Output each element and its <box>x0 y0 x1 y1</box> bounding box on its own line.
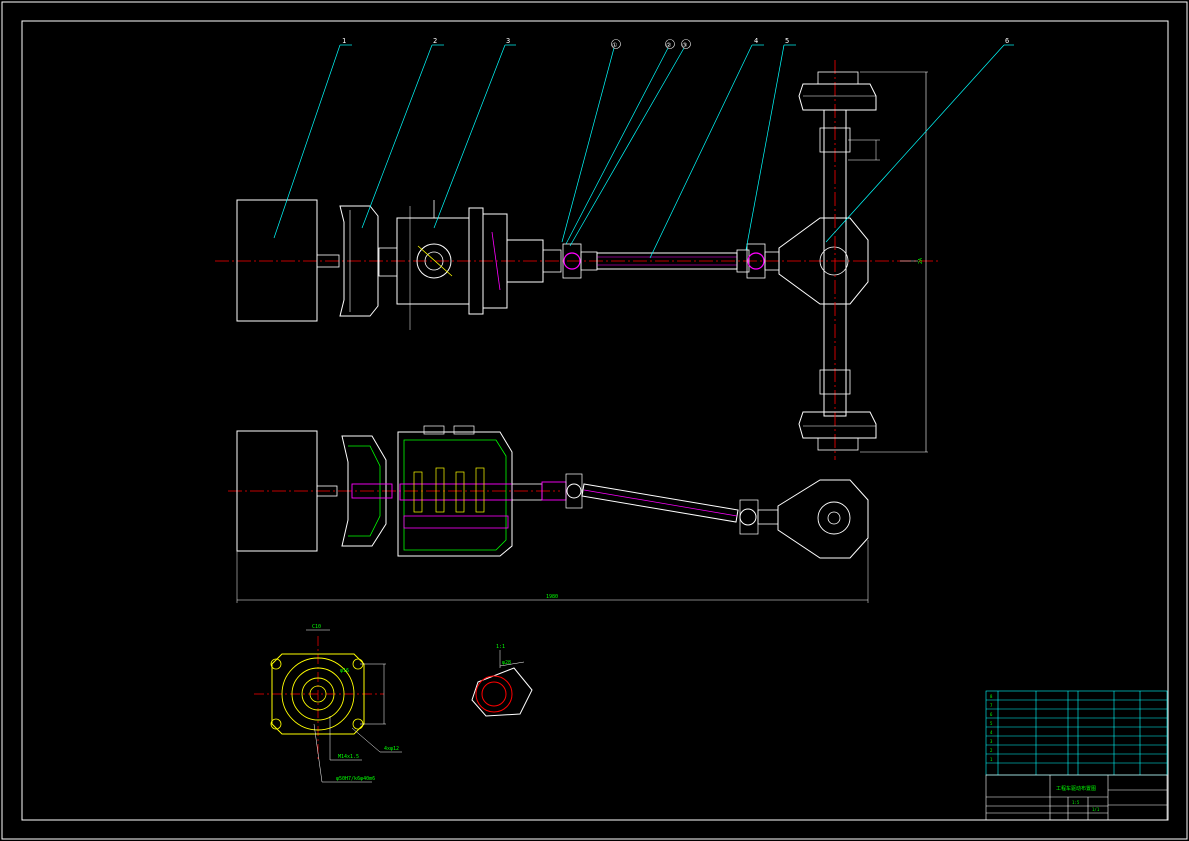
front-ujoint-side <box>566 483 582 499</box>
differential-side <box>777 479 869 559</box>
parts-row-2: 2 <box>990 748 993 753</box>
differential-housing <box>778 217 869 305</box>
top-wheel-hub <box>798 83 877 111</box>
plan-view: 2A <box>215 60 940 460</box>
drawing-sheet: 1/1 <box>1092 807 1100 812</box>
parts-row-8: 8 <box>990 694 993 699</box>
detail-boss: 1:1 φ28 <box>471 644 533 717</box>
gearbox-section <box>397 431 513 557</box>
boss-outline <box>471 667 533 717</box>
callout-1: 1 <box>342 37 346 45</box>
engine-output-shaft <box>316 254 340 268</box>
rear-ujoint-side <box>739 508 757 526</box>
flange-dia-label: φ16 <box>340 668 349 674</box>
bottom-wheel-hub <box>798 411 877 439</box>
parts-row-4: 4 <box>990 730 993 735</box>
callout-c: ③ <box>682 42 687 49</box>
callout-2: 2 <box>433 37 437 45</box>
parts-row-1: 1 <box>990 757 993 762</box>
thread-note: M14x1.5 <box>338 754 359 760</box>
title-block-frame <box>985 774 1168 821</box>
callout-6: 6 <box>1005 37 1009 45</box>
gearbox-shift-boss <box>416 243 452 279</box>
section-mark: 1:1 <box>496 644 505 650</box>
callout-b: ② <box>666 42 671 49</box>
flange-size-label: C10 <box>312 624 321 630</box>
bolt-hole-label: 4xφ12 <box>384 746 399 752</box>
parts-row-6: 6 <box>990 712 993 717</box>
parts-row-7: 7 <box>990 703 993 708</box>
section-view: 1980 <box>228 425 869 603</box>
clutch-section <box>341 435 387 547</box>
track-dimension-text: 2A <box>918 258 924 264</box>
drawing-name: 工程车驱动布置图 <box>1056 785 1096 792</box>
overall-length-text: 1980 <box>546 594 558 600</box>
front-yoke <box>542 249 562 273</box>
callout-circle-a <box>611 39 621 49</box>
engine-block <box>236 199 318 322</box>
front-universal-joint <box>563 252 581 270</box>
fit-note: φ50H7/k6φ40m6 <box>336 776 375 782</box>
callout-circle-b <box>665 39 675 49</box>
parts-row-5: 5 <box>990 721 993 726</box>
detail-flange: C10 4xφ12 M14x1.5 φ50H7/k6φ40m6 φ16 <box>254 624 402 783</box>
callout-3: 3 <box>506 37 510 45</box>
callout-4: 4 <box>754 37 758 45</box>
boss-angle-label: φ28 <box>502 660 511 666</box>
parts-row-3: 3 <box>990 739 993 744</box>
leader-lines <box>273 44 1014 259</box>
clutch-housing <box>339 205 379 317</box>
title-block <box>985 690 1168 821</box>
drawing-scale: 1:5 <box>1072 800 1080 805</box>
inclined-propeller-shaft <box>581 483 739 523</box>
callout-circle-c <box>681 39 691 49</box>
callout-a: ① <box>612 42 617 49</box>
inner-frame <box>21 20 1169 821</box>
flange-outline <box>271 653 365 735</box>
rear-universal-joint <box>747 252 765 270</box>
callout-5: 5 <box>785 37 789 45</box>
